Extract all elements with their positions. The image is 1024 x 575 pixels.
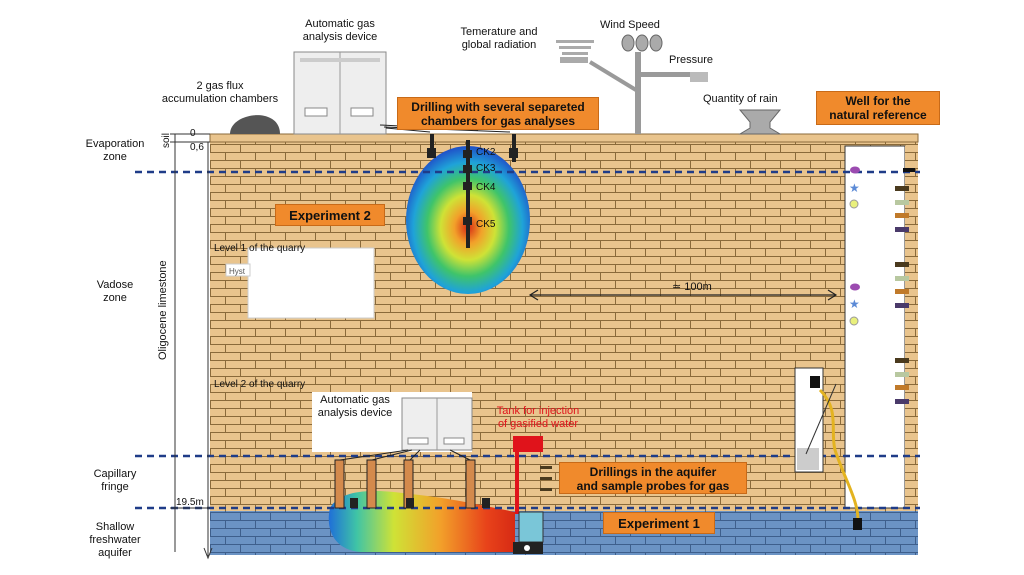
depth-195-label: 19.5m [176, 497, 204, 508]
ck3-label: CK3 [476, 163, 496, 174]
depth-0-label: 0 [190, 128, 196, 139]
drilling-chambers-label: Drilling with several separeted chambers… [397, 97, 599, 130]
hyst-label: Hyst [229, 267, 245, 276]
auto-gas-top-label: Automatic gas analysis device [302, 18, 378, 43]
experiment-2-label: Experiment 2 [275, 204, 385, 226]
level-2-label: Level 2 of the quarry [214, 379, 306, 390]
evaporation-zone-label: Evaporation zone [85, 138, 145, 163]
rain-gauge-icon [738, 109, 782, 135]
experiment-1-label: Experiment 1 [603, 512, 715, 534]
limestone-label: Oligocene limestone [157, 260, 169, 360]
ck2-label: CK2 [476, 147, 496, 158]
temp-radiation-label: Temerature and global radiation [460, 26, 538, 51]
soil-strip [209, 133, 919, 143]
auto-gas-bottom-label: Automatic gas analysis device [317, 394, 393, 419]
svg-text:★: ★ [849, 181, 860, 195]
level-1-panel [247, 247, 375, 319]
flux-chamber-icon [230, 115, 280, 134]
capillary-fringe-label: Capillary fringe [93, 468, 137, 493]
aquifer-probes [334, 449, 490, 509]
gas-flux-label: 2 gas flux accumulation chambers [161, 80, 279, 105]
svg-text:★: ★ [849, 297, 860, 311]
depth-06-label: 0,6 [190, 142, 204, 153]
ck-probes [427, 134, 518, 248]
ck4-label: CK4 [476, 182, 496, 193]
rain-label: Quantity of rain [703, 93, 778, 105]
weather-mast-icon [556, 34, 708, 134]
aquifer-layer [210, 511, 918, 555]
well-markers: ★ ★ [849, 166, 915, 404]
distance-label: ≃ 100m [672, 281, 712, 293]
tank-label: Tank for injection of gasified water [496, 405, 580, 430]
gas-analyzer-bottom-icon [401, 397, 473, 451]
gas-analyzer-top-icon [293, 51, 387, 135]
distance-arrow [528, 289, 838, 301]
aquifer-label: Shallow freshwater aquifer [89, 521, 141, 559]
pressure-label: Pressure [669, 54, 714, 66]
level-1-label: Level 1 of the quarry [214, 243, 306, 254]
drillings-aquifer-label: Drillings in the aquifer and sample prob… [559, 462, 747, 494]
well-label: Well for the natural reference [816, 91, 940, 125]
injection-tank [513, 436, 543, 452]
ck5-label: CK5 [476, 219, 496, 230]
soil-label: soil [161, 132, 172, 148]
wind-speed-label: Wind Speed [600, 19, 660, 31]
vadose-zone-label: Vadose zone [96, 279, 134, 304]
